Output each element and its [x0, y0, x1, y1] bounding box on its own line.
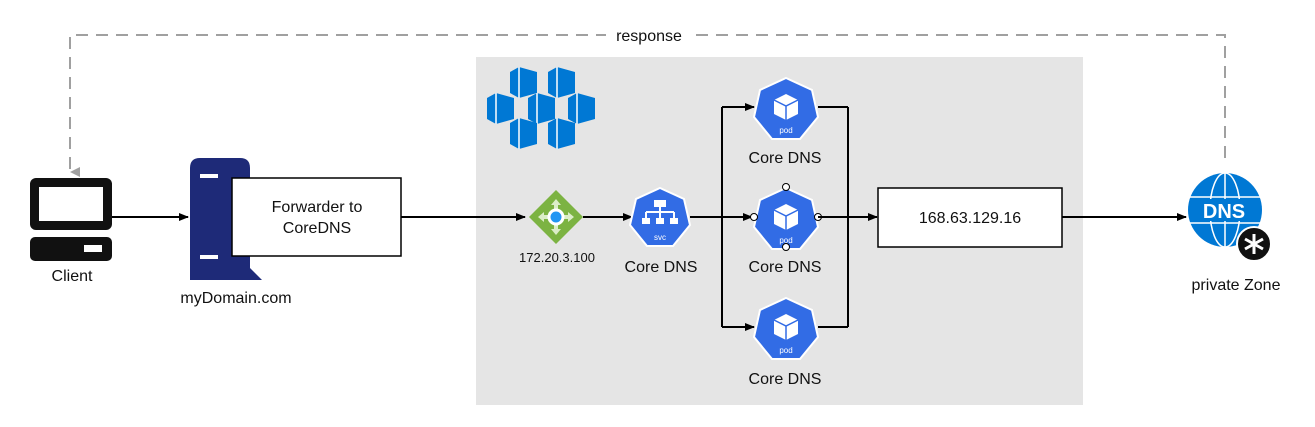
svg-text:pod: pod: [779, 236, 792, 245]
kubernetes-cubes-icon: [487, 67, 595, 149]
svg-text:svc: svc: [654, 233, 666, 242]
upstream-ip: 168.63.129.16: [919, 210, 1021, 227]
svg-text:DNS: DNS: [1203, 201, 1245, 223]
computer-icon: [30, 178, 112, 261]
pod-icon-top: pod: [752, 76, 820, 140]
server-label: myDomain.com: [180, 290, 291, 307]
svg-text:pod: pod: [779, 126, 792, 135]
asterisk-icon: [1236, 226, 1272, 262]
pod-mid-label: Core DNS: [749, 259, 822, 276]
pod-top-label: Core DNS: [749, 150, 822, 167]
client-label: Client: [52, 268, 93, 285]
pod-bottom-label: Core DNS: [749, 371, 822, 388]
ingress-ip: 172.20.3.100: [519, 250, 595, 265]
service-icon: svc: [628, 186, 692, 247]
forwarder-label-line2: CoreDNS: [283, 220, 351, 237]
upstream-box: [877, 187, 1063, 248]
svc-label: Core DNS: [625, 259, 698, 276]
response-label: response: [616, 28, 682, 45]
pod-icon-bottom: pod: [752, 296, 820, 360]
svg-text:pod: pod: [779, 346, 792, 355]
forwarder-label-line1: Forwarder to: [272, 199, 363, 216]
dns-zone-icon: DNS: [1188, 172, 1262, 248]
pod-icon-middle: pod: [750, 183, 822, 251]
forwarder-box: [231, 177, 402, 257]
private-zone-label: private Zone: [1192, 277, 1281, 294]
load-balancer-icon: [529, 190, 583, 244]
